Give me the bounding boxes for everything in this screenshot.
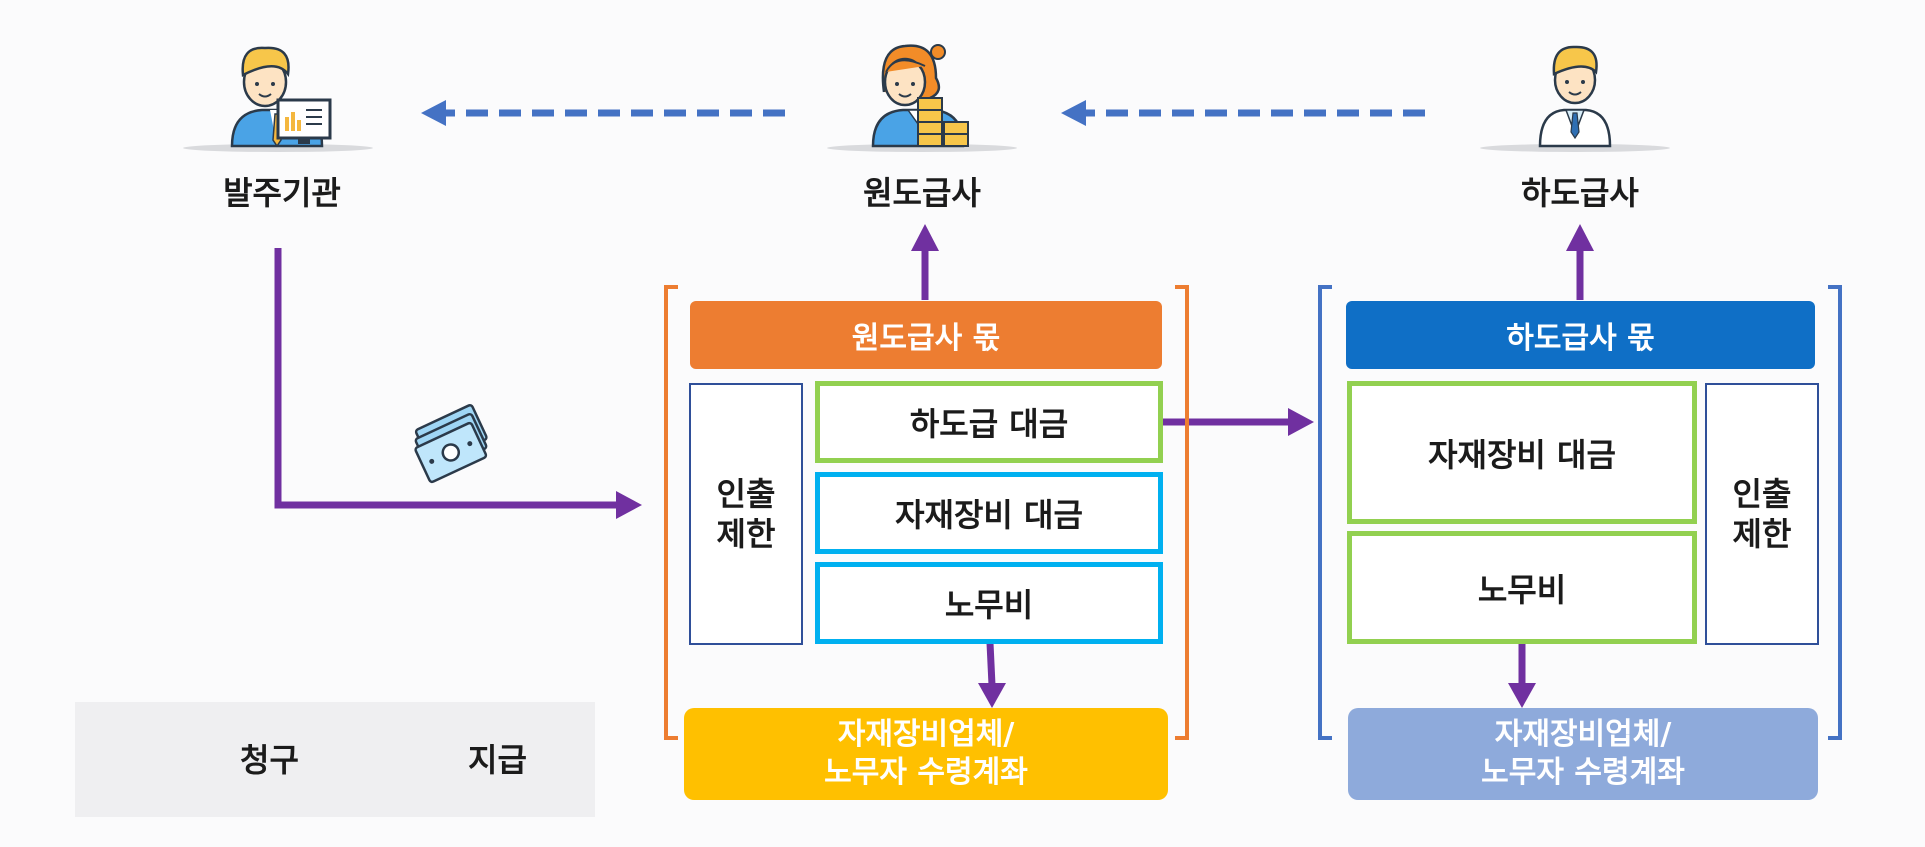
withdrawal-limit-line-1: 인출 [716, 475, 776, 513]
prime-bracket-right [1175, 285, 1189, 740]
payment-arrow-sub-items-to-receiver [1508, 643, 1536, 708]
legend: 청구 지급 [75, 702, 595, 817]
person-in-suit-icon [1480, 45, 1670, 152]
receiver-line-2: 노무자 수령계좌 [824, 755, 1028, 790]
withdrawal-limit-line-2: 제한 [716, 515, 776, 553]
prime-bracket-left [664, 285, 678, 740]
prime-receiver-account: 자재장비업체/ 노무자 수령계좌 [684, 708, 1168, 800]
payment-arrow-prime-items-to-receiver [978, 642, 1006, 708]
receiver-line-1: 자재장비업체/ [837, 717, 1015, 752]
prime-withdrawal-limit: 인출 제한 [689, 383, 803, 645]
sub-item-labor-cost: 노무비 [1347, 531, 1697, 644]
person-with-computer-icon [183, 46, 373, 152]
legend-payment-label: 지급 [468, 741, 527, 779]
prime-item-material-equipment: 자재장비 대금 [815, 472, 1163, 554]
payment-arrow-prime-account-to-prime [911, 224, 939, 300]
actor-label-sub: 하도급사 [1521, 174, 1639, 212]
sub-share-header: 하도급사 몫 [1346, 301, 1815, 369]
person-with-coins-icon [827, 44, 1017, 152]
claim-arrow-sub-to-prime [1061, 100, 1425, 126]
withdrawal-limit-line-2: 제한 [1732, 515, 1792, 553]
legend-claim-label: 청구 [240, 741, 299, 779]
money-bills-icon [414, 404, 488, 484]
receiver-line-1: 자재장비업체/ [1494, 717, 1672, 752]
sub-withdrawal-limit: 인출 제한 [1705, 383, 1819, 645]
sub-bracket-left [1318, 285, 1332, 740]
payment-arrow-sub-account-to-sub [1566, 224, 1594, 300]
actor-label-prime: 원도급사 [863, 174, 981, 212]
withdrawal-limit-line-1: 인출 [1732, 475, 1792, 513]
sub-receiver-account: 자재장비업체/ 노무자 수령계좌 [1348, 708, 1818, 800]
prime-share-header: 원도급사 몫 [690, 301, 1162, 369]
prime-item-subcontract-payment: 하도급 대금 [815, 381, 1163, 463]
sub-bracket-right [1828, 285, 1842, 740]
claim-arrow-prime-to-client [421, 100, 785, 126]
prime-item-labor-cost: 노무비 [815, 562, 1163, 644]
payment-arrow-client-to-prime-account [274, 248, 642, 519]
receiver-line-2: 노무자 수령계좌 [1481, 755, 1685, 790]
payment-arrow-subcontract-to-sub-account [1162, 408, 1314, 436]
actor-label-client: 발주기관 [223, 174, 341, 212]
sub-item-material-equipment: 자재장비 대금 [1347, 381, 1697, 524]
